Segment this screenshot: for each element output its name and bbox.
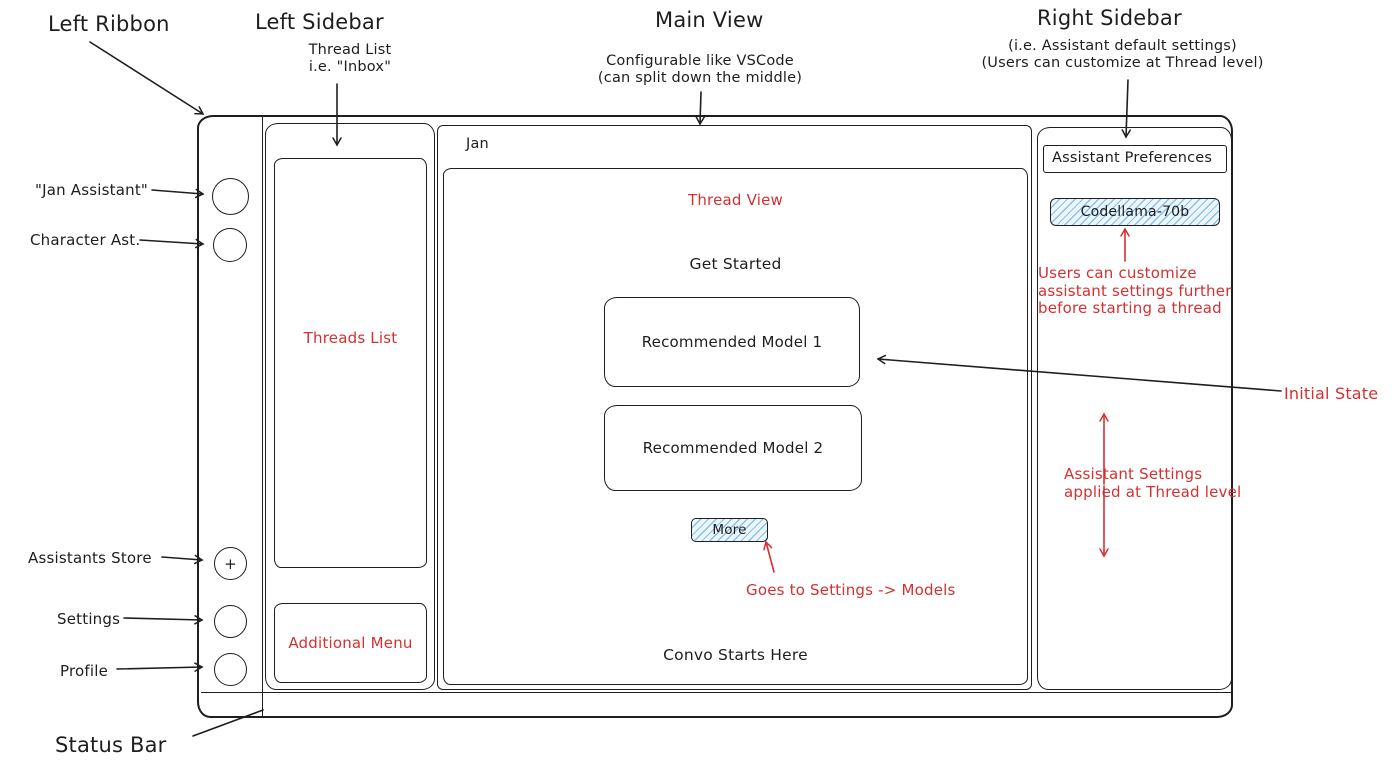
convo-starts-here-label: Convo Starts Here: [663, 646, 808, 664]
jan-assistant-avatar[interactable]: [212, 178, 249, 215]
main-view-note: Configurable like VSCode (can split down…: [590, 53, 810, 87]
character-ast-label: Character Ast.: [30, 231, 141, 249]
recommended-model-2-card[interactable]: Recommended Model 2: [604, 405, 862, 491]
main-view-panel: Jan Thread View Get Started Recommended …: [437, 125, 1032, 690]
settings-label: Settings: [57, 610, 121, 628]
thread-view-panel: Thread View Get Started Recommended Mode…: [443, 168, 1028, 685]
thread-level-note-line1: Assistant Settings: [1064, 465, 1203, 483]
right-sidebar-panel: Assistant Preferences Codellama-70b: [1037, 127, 1232, 690]
thread-view-label: Thread View: [687, 191, 783, 209]
get-started-heading: Get Started: [689, 255, 782, 273]
jan-assistant-label: "Jan Assistant": [35, 181, 149, 199]
main-view-title: Jan: [466, 136, 489, 152]
customize-note: Users can customize assistant settings f…: [1038, 264, 1253, 318]
jan-assistant-connector: [151, 188, 205, 199]
assistant-preferences-label: Assistant Preferences: [1052, 150, 1213, 166]
recommended-model-2-label: Recommended Model 2: [642, 439, 824, 457]
character-ast-connector: [139, 238, 205, 249]
right-sidebar-note-line1: (i.e. Assistant default settings): [1008, 38, 1237, 54]
settings-connector: [123, 615, 204, 625]
main-view-note-line1: Configurable like VSCode: [606, 53, 794, 69]
main-view-note-line2: (can split down the middle): [597, 70, 803, 86]
settings-button[interactable]: [214, 605, 247, 638]
goes-to-settings-note: Goes to Settings -> Models: [746, 581, 956, 599]
left-ribbon-connector: [89, 41, 205, 115]
additional-menu-label: Additional Menu: [288, 634, 413, 652]
assistants-store-label: Assistants Store: [28, 549, 152, 567]
profile-button[interactable]: [214, 653, 247, 686]
customize-note-line2: assistant settings further: [1038, 281, 1232, 300]
recommended-model-1-card[interactable]: Recommended Model 1: [604, 297, 860, 387]
thread-list-note-line1: Thread List: [308, 42, 392, 58]
additional-menu-box[interactable]: Additional Menu: [274, 603, 427, 683]
more-button-label: More: [712, 522, 747, 538]
profile-label: Profile: [60, 662, 109, 680]
right-sidebar-callout: Right Sidebar: [1037, 6, 1182, 30]
recommended-model-1-label: Recommended Model 1: [641, 333, 823, 351]
thread-level-note-line2: applied at Thread level: [1064, 483, 1242, 501]
threads-list-box[interactable]: Threads List: [274, 158, 427, 568]
assistants-store-connector: [161, 554, 204, 565]
left-ribbon: +: [199, 117, 263, 716]
codellama-70b-label: Codellama-70b: [1080, 204, 1190, 220]
assistants-store-button[interactable]: +: [214, 547, 247, 580]
more-button[interactable]: More: [691, 518, 768, 542]
main-view-callout: Main View: [655, 8, 764, 32]
codellama-70b-chip[interactable]: Codellama-70b: [1050, 198, 1220, 226]
left-ribbon-callout: Left Ribbon: [48, 12, 170, 36]
thread-list-note-line2: i.e. "Inbox": [308, 59, 392, 75]
right-sidebar-note: (i.e. Assistant default settings) (Users…: [970, 38, 1275, 72]
thread-list-note: Thread List i.e. "Inbox": [290, 42, 410, 76]
assistant-preferences-header: Assistant Preferences: [1043, 145, 1227, 173]
status-bar-callout: Status Bar: [55, 733, 167, 757]
threads-list-label: Threads List: [303, 329, 398, 347]
character-assistant-avatar[interactable]: [213, 228, 247, 262]
customize-note-line3: before starting a thread: [1038, 299, 1222, 317]
right-sidebar-note-line2: (Users can customize at Thread level): [981, 55, 1264, 71]
profile-connector: [116, 662, 204, 672]
customize-note-line1: Users can customize: [1038, 264, 1197, 282]
app-window: + Threads List Additional Menu Jan Threa…: [197, 115, 1233, 718]
initial-state-label: Initial State: [1284, 384, 1379, 403]
left-sidebar-panel: Threads List Additional Menu: [265, 123, 435, 690]
status-bar-strip: [201, 692, 1231, 693]
thread-level-note: Assistant Settings applied at Thread lev…: [1064, 465, 1241, 501]
plus-icon: +: [224, 554, 237, 573]
left-sidebar-callout: Left Sidebar: [255, 10, 384, 34]
